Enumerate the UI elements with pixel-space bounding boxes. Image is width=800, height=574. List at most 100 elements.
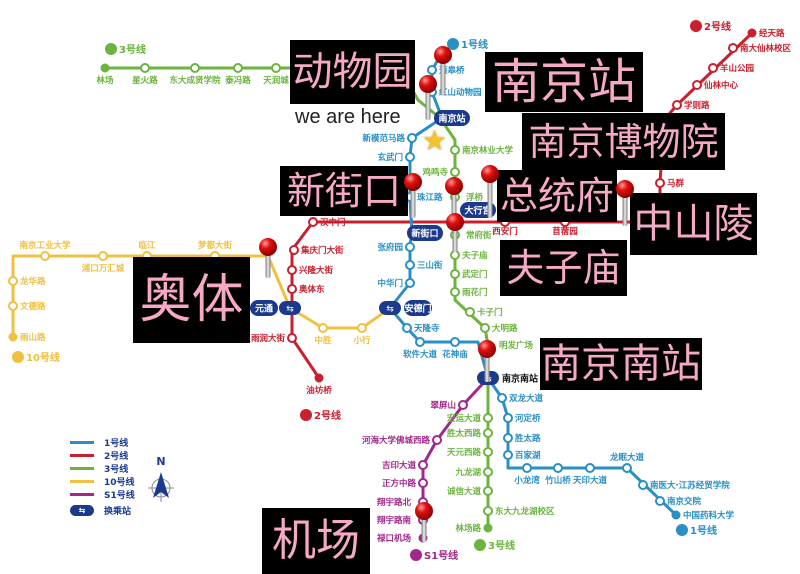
legend-swatch-line2	[70, 454, 94, 457]
station-marker[interactable]	[357, 323, 367, 333]
station-marker[interactable]	[318, 323, 328, 333]
station-marker[interactable]	[655, 178, 665, 188]
transfer-station[interactable]: 南京站	[434, 110, 470, 126]
station-marker[interactable]	[98, 251, 108, 261]
station-marker[interactable]	[418, 478, 428, 488]
station-marker[interactable]	[747, 28, 757, 38]
station-marker[interactable]	[289, 245, 299, 255]
station-marker[interactable]	[418, 533, 428, 543]
station-marker[interactable]	[190, 63, 200, 73]
station-marker[interactable]	[8, 276, 18, 286]
station-marker[interactable]	[140, 63, 150, 73]
station-marker[interactable]	[483, 413, 493, 423]
station-marker[interactable]	[483, 428, 493, 438]
station-marker[interactable]	[480, 323, 490, 333]
station-marker[interactable]	[483, 523, 493, 533]
station-marker[interactable]	[503, 450, 513, 460]
station-marker[interactable]	[405, 260, 415, 270]
station-marker[interactable]	[427, 87, 437, 97]
station-marker[interactable]	[497, 393, 507, 403]
station-marker[interactable]	[483, 486, 493, 496]
line-number-icon	[105, 43, 117, 55]
transfer-pill	[404, 300, 432, 316]
station-label: 天隆寺	[414, 323, 440, 334]
station-marker[interactable]	[405, 242, 415, 252]
station-label: 龙华路	[19, 276, 46, 287]
station-marker[interactable]	[522, 463, 532, 473]
transfer-station[interactable]: 大行宫	[460, 202, 496, 218]
landmark-callout: 中山陵	[630, 193, 757, 255]
station-label: 南京林业大学	[462, 145, 514, 156]
station-marker[interactable]	[418, 497, 428, 507]
station-marker[interactable]	[483, 506, 493, 516]
station-marker[interactable]	[415, 337, 425, 347]
station-marker[interactable]	[465, 307, 475, 317]
station-label: 林场	[96, 75, 114, 86]
station-marker[interactable]	[271, 63, 281, 73]
station-marker[interactable]	[458, 400, 468, 410]
station-marker[interactable]	[233, 63, 243, 73]
station-marker[interactable]	[450, 192, 460, 202]
legend-label: 换乘站	[104, 507, 132, 517]
station-marker[interactable]	[450, 167, 460, 177]
station-marker[interactable]	[655, 496, 665, 506]
station-label: 明发广场	[499, 340, 534, 351]
station-marker[interactable]	[40, 251, 50, 261]
station-marker[interactable]	[450, 337, 460, 347]
station-marker[interactable]	[671, 510, 681, 520]
station-marker[interactable]	[450, 269, 460, 279]
station-marker[interactable]	[483, 467, 493, 477]
station-marker[interactable]	[405, 278, 415, 288]
station-marker[interactable]	[100, 63, 110, 73]
station-label: 胜太路	[514, 433, 541, 444]
transfer-station[interactable]: 新街口	[407, 225, 443, 241]
transfer-label: 安德门	[404, 303, 431, 315]
station-marker[interactable]	[553, 463, 563, 473]
station-label: 大明路	[492, 323, 518, 334]
station-label: 东大九龙湖校区	[495, 506, 555, 517]
station-marker[interactable]	[692, 80, 702, 90]
station-marker[interactable]	[314, 373, 324, 383]
station-marker[interactable]	[402, 323, 412, 333]
station-marker[interactable]	[503, 413, 513, 423]
legend-label: 2号线	[104, 452, 129, 462]
station-label: 百家湖	[515, 450, 541, 461]
line2-badge: 2号线	[690, 20, 731, 33]
station-marker[interactable]	[483, 340, 493, 350]
station-label: 林场路	[455, 523, 481, 534]
station-marker[interactable]	[287, 265, 297, 275]
station-marker[interactable]	[405, 152, 415, 162]
station-marker[interactable]	[432, 435, 442, 445]
station-marker[interactable]	[287, 284, 297, 294]
station-marker[interactable]	[672, 100, 682, 110]
station-marker[interactable]	[728, 43, 738, 53]
station-marker[interactable]	[427, 65, 437, 75]
station-label: 正方中路	[382, 478, 417, 489]
station-marker[interactable]	[708, 63, 718, 73]
station-marker[interactable]	[450, 287, 460, 297]
station-marker[interactable]	[483, 447, 493, 457]
station-marker[interactable]	[418, 515, 428, 525]
station-marker[interactable]	[622, 463, 632, 473]
station-marker[interactable]	[450, 250, 460, 260]
station-marker[interactable]	[287, 333, 297, 343]
line3-badge: 3号线	[474, 539, 515, 552]
station-label: 翔宇路南	[376, 515, 412, 526]
station-marker[interactable]	[8, 332, 18, 342]
transfer-label: 大行宫	[464, 205, 491, 217]
station-marker[interactable]	[8, 301, 18, 311]
transfer-station[interactable]: ⇆安德门	[379, 300, 432, 316]
legend-swatch-line1	[70, 441, 94, 444]
station-marker[interactable]	[418, 460, 428, 470]
station-marker[interactable]	[407, 133, 417, 143]
transfer-station[interactable]: ⇆元通	[250, 300, 301, 316]
station-marker[interactable]	[585, 463, 595, 473]
station-marker[interactable]	[308, 217, 318, 227]
landmark-callout: 动物园	[290, 40, 415, 104]
transfer-station[interactable]: ⇆南京南站	[477, 371, 538, 385]
station-marker[interactable]	[503, 433, 513, 443]
compass: N	[146, 455, 176, 505]
station-marker[interactable]	[450, 145, 460, 155]
station-marker[interactable]	[638, 480, 648, 490]
station-marker[interactable]	[450, 230, 460, 240]
